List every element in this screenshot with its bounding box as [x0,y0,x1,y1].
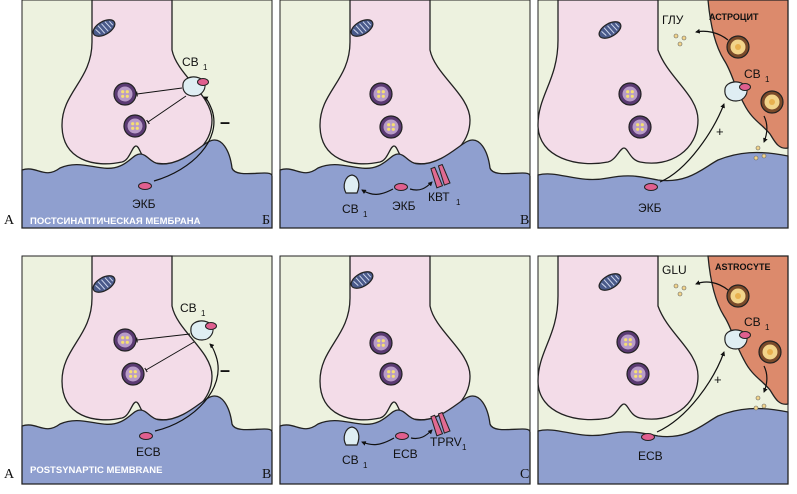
vesicle [113,82,137,106]
trpv1-label: КВТ [428,190,450,204]
ecb-ligand [641,433,655,441]
vesicle [369,82,393,106]
vesicle [616,330,640,354]
glu-release-arrow [695,280,729,291]
cb1-subscript: 1 [203,63,208,72]
ecb-to-cb1-arrow [656,351,725,433]
ecb-label: ЭКБ [132,197,156,211]
cb1-subscript: 1 [201,309,206,318]
ecb-to-trpv1-arrow [410,429,433,440]
vesicle [123,114,147,138]
inhibition-sign: – [220,360,230,380]
trpv1-label: TPRV [430,435,462,449]
cb1-receptor-postsynaptic [343,174,360,194]
vesicle [618,82,642,106]
glu-release-arrow [763,115,768,143]
vesicle [628,115,652,139]
ecb-to-cb1-arrow [361,437,395,446]
vesicle [626,362,650,386]
ecb-to-cb1-arrow [659,103,725,183]
postsynaptic-membrane-label: ПОСТСИНАПТИЧЕСКАЯ МЕМБРАНА [30,216,201,227]
top-panel-a: CB 1 – ЭКБ ПОСТСИНАПТИЧЕСКАЯ МЕМБРАНА [21,0,273,229]
ecb-ligand [139,432,153,440]
ecb-to-cb1-arrow [361,188,394,195]
ecb-ligand [644,183,658,191]
panel-letter: Б [262,213,270,228]
retrograde-arrow [154,343,219,432]
glu-label: GLU [662,263,687,277]
excitation-sign: + [716,124,724,139]
cb1-subscript: 1 [765,75,770,84]
inhibition-line [146,95,187,125]
postsynaptic-membrane-label: POSTSYNAPTIC MEMBRANE [30,465,162,476]
bottom-panel-b: CB 1 ECB TPRV 1 [279,255,531,485]
inhibition-line [136,87,183,97]
glu-dots [673,283,767,411]
cb1-subscript: 1 [363,461,368,470]
panel-letter: A [4,467,15,482]
astrocyte-vesicle [760,90,784,114]
excitation-sign: + [714,372,722,387]
glu-dots [673,33,767,161]
astrocyte-vesicle [726,35,750,59]
glu-label: ГЛУ [662,13,684,27]
bottom-panel-c: ASTROCYTE GLU CB 1 + ECB [537,255,789,485]
cb1-label: CB [744,67,761,81]
inhibition-line [136,333,191,343]
vesicle [379,115,403,139]
panel-letter: В [520,213,529,228]
glu-release-arrow [695,28,729,41]
vesicle [369,331,393,355]
ecb-ligand [394,183,408,191]
cb1-label: CB [182,55,199,69]
ecb-label: ECB [393,447,418,461]
ecb-ligand [395,432,409,440]
trpv1-subscript: 1 [462,443,467,452]
cb1-label: CB [342,453,359,467]
retrograde-arrow [153,96,215,182]
inhibition-line [144,341,195,373]
astrocyte-label: ASTROCYTE [715,262,771,272]
cb1-subscript: 1 [363,210,368,219]
astrocyte-label: АСТРОЦИТ [709,12,759,22]
ecb-label: ECB [638,449,663,463]
cb1-label: CB [342,202,359,216]
ecb-ligand [138,182,152,190]
glu-release-arrow [763,365,768,393]
ecb-to-trpv1-arrow [409,181,433,191]
cb1-receptor-postsynaptic [343,426,360,446]
astrocyte-vesicle [726,284,750,308]
panel-letter: B [262,467,271,482]
ecb-label: ЭКБ [392,199,416,213]
ecb-label: ЭКБ [638,201,662,215]
ecb-label: ECB [136,445,161,459]
astrocyte-vesicle [758,340,782,364]
vesicle [113,328,137,352]
trpv1-subscript: 1 [456,198,461,207]
cb1-subscript: 1 [765,323,770,332]
vesicle [379,362,403,386]
bottom-panel-a: CB 1 – ECB POSTSYNAPTIC MEMBRANE [21,255,273,485]
panel-letter: A [4,213,15,228]
top-panel-b: CB 1 ЭКБ КВТ 1 [279,0,531,229]
cb1-label: CB [744,315,761,329]
panel-letter: C [520,467,529,482]
inhibition-sign: – [220,112,230,132]
cb1-label: CB [180,301,197,315]
top-panel-c: АСТРОЦИТ ГЛУ CB 1 + ЭКБ [537,0,789,229]
vesicle [121,362,145,386]
